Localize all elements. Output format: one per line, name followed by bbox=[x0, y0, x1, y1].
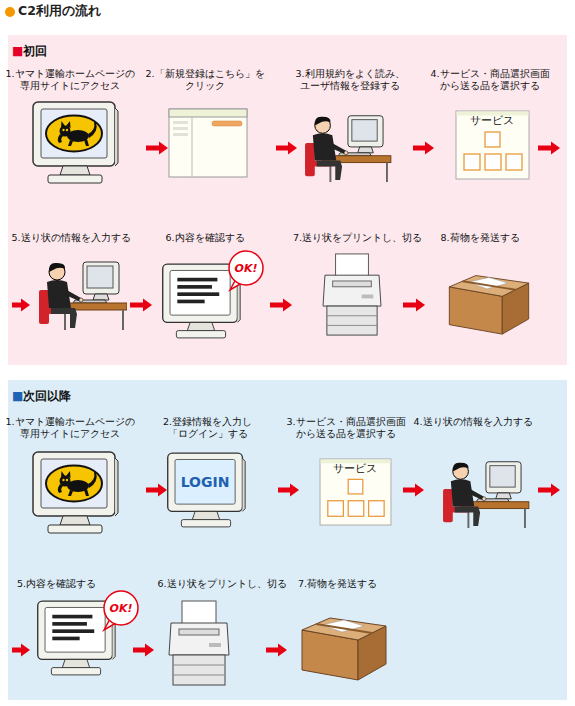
step-caption: 4.サービス・商品選択画面 から送る品を選択する bbox=[415, 68, 565, 92]
flow-arrow bbox=[12, 142, 560, 312]
arrow-shaft bbox=[270, 303, 283, 308]
arrow-head bbox=[416, 299, 425, 312]
diagram-title: C2利用の流れ bbox=[18, 3, 101, 20]
process-step: 7.荷物を発送する bbox=[287, 574, 400, 695]
process-step: 4.送り状の情報を入力する bbox=[424, 412, 538, 538]
step-caption: 6.送り状をプリントし、切る bbox=[147, 578, 297, 590]
arrow-shaft bbox=[538, 146, 551, 151]
process-step: 1.ヤマト運輸ホームページの 専用サイトにアクセス bbox=[10, 412, 146, 538]
arrow-shaft bbox=[278, 488, 290, 493]
flow-arrow bbox=[133, 644, 154, 657]
process-step: 5.内容を確認する bbox=[30, 574, 133, 695]
arrow-head bbox=[288, 142, 297, 155]
step-caption: 3.サービス・商品選択画面 から送る品を選択する bbox=[271, 416, 421, 440]
flow-arrow bbox=[146, 142, 168, 155]
step-caption: 3.利用規約をよく読み、 ユーザ情報を登録する bbox=[275, 68, 425, 92]
process-step: 5.送り状の情報を入力する bbox=[30, 228, 130, 340]
process-step: 3.サービス・商品選択画面 から送る品を選択する bbox=[299, 412, 403, 538]
arrow-shaft bbox=[146, 488, 158, 493]
step-caption: 8.荷物を発送する bbox=[405, 232, 555, 244]
arrow-head bbox=[145, 644, 154, 657]
arrow-head bbox=[551, 484, 560, 497]
arrow-head bbox=[551, 142, 560, 155]
arrow-head bbox=[21, 644, 30, 657]
step-caption: 1.ヤマト運輸ホームページの 専用サイトにアクセス bbox=[0, 68, 145, 92]
process-step: 1.ヤマト運輸ホームページの 専用サイトにアクセス bbox=[10, 64, 146, 188]
flow-arrow bbox=[266, 644, 287, 657]
section-band: ■初回 1.ヤマト運輸ホームページの 専用サイトにアクセス2.「新規登録はこちら」… bbox=[8, 35, 567, 365]
arrow-shaft bbox=[133, 648, 145, 653]
arrow-shaft bbox=[146, 146, 159, 151]
flow-arrow bbox=[130, 299, 152, 312]
process-step: 8.荷物を発送する bbox=[425, 228, 545, 340]
process-step: 3.利用規約をよく読み、 ユーザ情報を登録する bbox=[297, 64, 413, 188]
illustration-text: OK! bbox=[235, 262, 258, 275]
step-caption: 2.「新規登録はこちら」を クリック bbox=[130, 68, 280, 92]
illustration-text: サービス bbox=[470, 113, 514, 128]
step-caption: 2.登録情報を入力し 「ログイン」する bbox=[133, 416, 283, 440]
flow-arrow bbox=[276, 142, 297, 155]
arrow-head bbox=[21, 299, 30, 312]
title-dot bbox=[5, 7, 15, 17]
section-heading: ■次回以降 bbox=[12, 388, 71, 405]
arrow-head bbox=[143, 299, 152, 312]
step-caption: 5.送り状の情報を入力する bbox=[0, 232, 146, 244]
step-caption: 4.送り状の情報を入力する bbox=[398, 416, 548, 428]
arrow-shaft bbox=[538, 488, 551, 493]
arrow-shaft bbox=[276, 146, 288, 151]
arrow-head bbox=[158, 484, 167, 497]
flow-arrow bbox=[146, 484, 167, 497]
process-step: 6.送り状をプリントし、切る bbox=[154, 574, 266, 695]
flow-arrow bbox=[413, 142, 434, 155]
flow-arrow bbox=[278, 484, 299, 497]
flow-arrow bbox=[270, 299, 292, 312]
section-band: ■次回以降 1.ヤマト運輸ホームページの 専用サイトにアクセス2.登録情報を入力し… bbox=[8, 380, 567, 700]
arrow-shaft bbox=[12, 303, 21, 308]
step-caption: 1.ヤマト運輸ホームページの 専用サイトにアクセス bbox=[0, 416, 145, 440]
flow-arrow bbox=[12, 484, 560, 657]
arrow-shaft bbox=[403, 488, 415, 493]
step-caption: 7.荷物を発送する bbox=[263, 578, 413, 590]
illustration-text: サービス bbox=[333, 461, 377, 476]
arrow-head bbox=[415, 484, 424, 497]
illustration-text: LOGIN bbox=[181, 474, 230, 490]
arrow-head bbox=[283, 299, 292, 312]
step-caption: 6.内容を確認する bbox=[130, 232, 280, 244]
step-caption: 5.内容を確認する bbox=[0, 578, 132, 590]
arrow-head bbox=[290, 484, 299, 497]
section-heading: ■初回 bbox=[12, 43, 47, 60]
arrow-head bbox=[159, 142, 168, 155]
step-caption: 7.送り状をプリントし、切る bbox=[283, 232, 433, 244]
arrow-shaft bbox=[403, 303, 416, 308]
arrow-shaft bbox=[413, 146, 425, 151]
arrow-head bbox=[425, 142, 434, 155]
illustration-text: OK! bbox=[110, 602, 133, 615]
flow-arrow bbox=[403, 484, 424, 497]
arrow-shaft bbox=[12, 648, 21, 653]
process-step: 2.「新規登録はこちら」を クリック bbox=[168, 64, 276, 188]
arrow-shaft bbox=[130, 303, 143, 308]
arrow-shaft bbox=[266, 648, 278, 653]
arrow-head bbox=[278, 644, 287, 657]
flow-arrow bbox=[403, 299, 425, 312]
process-step: 7.送り状をプリントし、切る bbox=[292, 228, 403, 340]
process-step: 6.内容を確認する bbox=[152, 228, 270, 340]
